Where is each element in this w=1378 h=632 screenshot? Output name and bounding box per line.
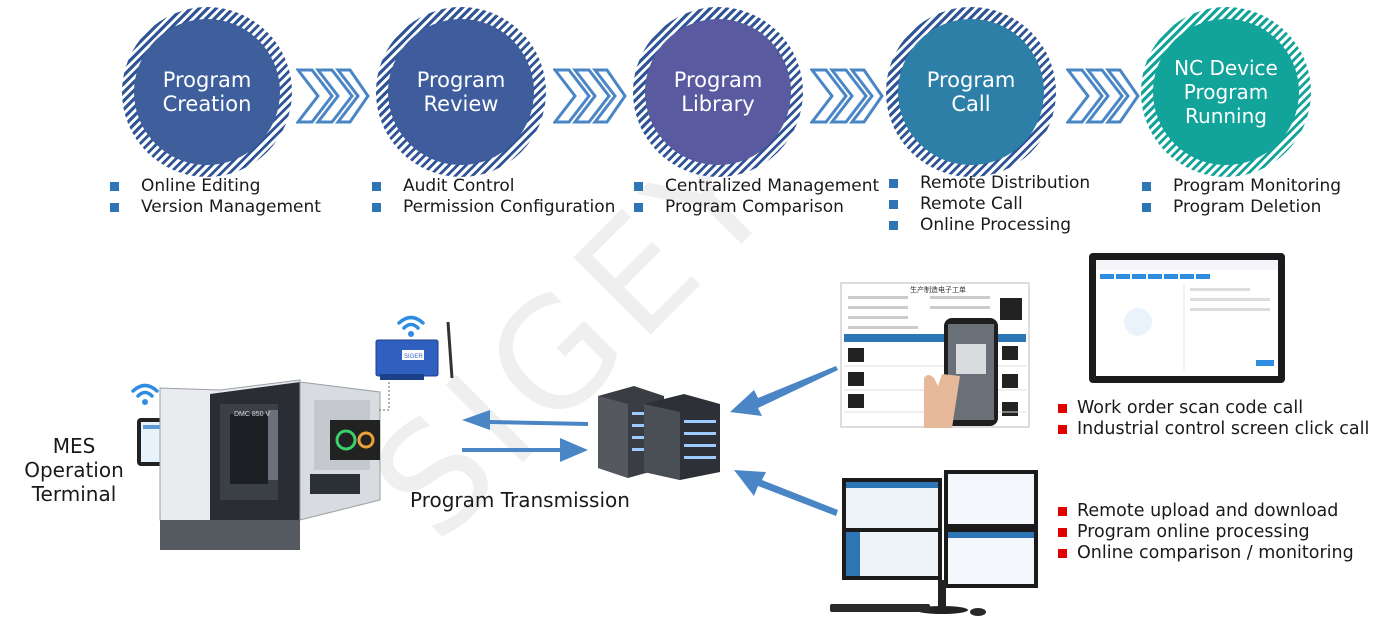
feature-item: Online Processing [920,215,1072,235]
stage-label: NC Device Program Running [1174,56,1278,128]
remote-feature-item: Online comparison / monitoring [1077,543,1354,563]
industrial-screen-image [1089,253,1285,383]
feature-item: Online Editing [141,176,261,196]
call-method-item: Industrial control screen click call [1077,419,1370,439]
mes-operation-terminal-label: MES Operation Terminal [20,434,128,506]
stage-label: Program Review [416,68,506,116]
transmission-arrows [462,410,588,462]
stage-label: Program Creation [162,68,252,116]
remote-feature-item: Program online processing [1077,522,1310,542]
gateway-connector-line [377,382,390,411]
chevron-arrow-icon [296,68,370,124]
chevron-arrow-icon [1066,68,1140,124]
mes-label-text: MES Operation Terminal [24,434,124,506]
stage-nc-device-running: NC Device Program Running [1141,7,1311,177]
work-order-scan-image: 生产制造电子工单 [840,282,1030,428]
call-methods-list: Work order scan code call Industrial con… [1058,398,1369,440]
inbound-arrow-screens [734,470,838,516]
stage-program-creation: Program Creation [122,7,292,177]
iot-gateway-image: SIGER [375,321,454,380]
features-program-creation: Online Editing Version Management [110,176,321,218]
feature-item: Program Monitoring [1173,176,1342,196]
stage-program-review: Program Review [376,7,546,177]
features-program-library: Centralized Management Program Compariso… [634,176,879,218]
remote-feature-item: Remote upload and download [1077,501,1339,521]
stage-program-library: Program Library [633,7,803,177]
stage-label: Program Call [926,68,1016,116]
gateway-label: SIGER [404,354,423,360]
machine-label: DMC 850 V [234,411,271,418]
wifi-icon [131,383,159,405]
wifi-icon [397,315,425,337]
server-icon [598,386,720,480]
features-nc-device: Program Monitoring Program Deletion [1142,176,1341,218]
work-order-title: 生产制造电子工单 [910,285,966,294]
feature-item: Remote Call [920,194,1023,214]
feature-item: Version Management [141,197,321,217]
multi-monitor-image [830,470,1038,616]
feature-item: Centralized Management [665,176,880,196]
stage-program-call: Program Call [886,7,1056,177]
features-program-review: Audit Control Permission Configuration [372,176,615,218]
feature-item: Program Deletion [1173,197,1322,217]
inbound-arrow-scan [730,366,838,416]
program-transmission-label: Program Transmission [410,488,630,512]
features-program-call: Remote Distribution Remote Call Online P… [889,173,1090,236]
stage-label: Program Library [673,68,763,116]
feature-item: Permission Configuration [403,197,616,217]
feature-item: Audit Control [403,176,515,196]
feature-item: Program Comparison [665,197,844,217]
call-method-item: Work order scan code call [1077,398,1304,418]
cnc-machine-image: DMC 850 V [159,379,381,550]
remote-features-list: Remote upload and download Program onlin… [1058,501,1354,564]
chevron-arrow-icon [553,68,627,124]
feature-item: Remote Distribution [920,173,1091,193]
chevron-arrow-icon [810,68,884,124]
